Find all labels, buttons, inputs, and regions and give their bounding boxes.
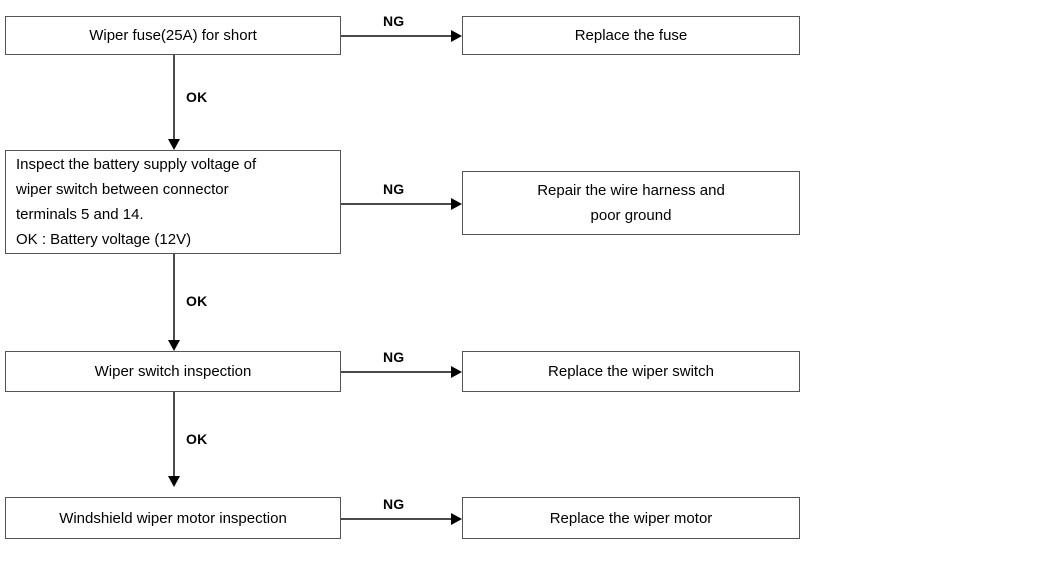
action-node-step-2[interactable]: Repair the wire harness and poor ground (462, 171, 800, 235)
ng-connector-line-step-1 (341, 35, 451, 37)
action-node-step-3[interactable]: Replace the wiper switch (462, 351, 800, 392)
action-node-label: Replace the wiper motor (549, 509, 713, 527)
ng-connector-line-step-4 (341, 518, 451, 520)
ok-arrowhead-step-3 (168, 476, 180, 487)
ng-edge-label-step-1: NG (383, 13, 405, 29)
check-node-label: Wiper fuse(25A) for short (89, 27, 257, 44)
check-node-step-4[interactable]: Windshield wiper motor inspection (5, 497, 341, 539)
ng-arrowhead-step-1 (451, 30, 462, 42)
ng-connector-line-step-2 (341, 203, 451, 205)
check-node-label: Wiper switch inspection (94, 363, 252, 380)
ng-arrowhead-step-2 (451, 198, 462, 210)
check-node-label: Inspect the battery supply voltage of wi… (16, 156, 257, 248)
check-node-step-2[interactable]: Inspect the battery supply voltage of wi… (5, 150, 341, 254)
ok-connector-line-step-3 (173, 392, 175, 476)
check-node-step-1[interactable]: Wiper fuse(25A) for short (5, 16, 341, 55)
ok-connector-line-step-1 (173, 55, 175, 139)
ok-edge-label-step-2: OK (186, 293, 208, 309)
ng-arrowhead-step-3 (451, 366, 462, 378)
ng-edge-label-step-3: NG (383, 349, 405, 365)
action-node-label: Replace the wiper switch (548, 363, 714, 380)
action-node-step-4[interactable]: Replace the wiper motor (462, 497, 800, 539)
ok-arrowhead-step-2 (168, 340, 180, 351)
ng-edge-label-step-4: NG (383, 496, 405, 512)
action-node-label: Replace the fuse (574, 27, 688, 44)
ok-edge-label-step-3: OK (186, 431, 208, 447)
check-node-label: Windshield wiper motor inspection (59, 509, 287, 527)
action-node-label: Repair the wire harness and poor ground (537, 182, 725, 224)
check-node-step-3[interactable]: Wiper switch inspection (5, 351, 341, 392)
ok-edge-label-step-1: OK (186, 89, 208, 105)
ok-arrowhead-step-1 (168, 139, 180, 150)
action-node-step-1[interactable]: Replace the fuse (462, 16, 800, 55)
ng-connector-line-step-3 (341, 371, 451, 373)
ng-edge-label-step-2: NG (383, 181, 405, 197)
ok-connector-line-step-2 (173, 254, 175, 340)
ng-arrowhead-step-4 (451, 513, 462, 525)
